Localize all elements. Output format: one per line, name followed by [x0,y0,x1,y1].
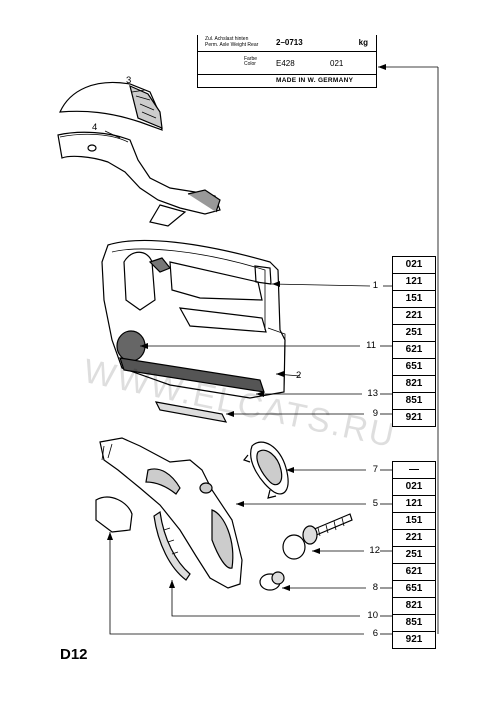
callout-8: 8 [372,582,378,593]
code-cell: 821 [393,598,435,615]
code-cell: 121 [393,496,435,513]
code-cell: 921 [405,412,423,423]
weight-label-2: Perm. Axle Weight Rear [205,42,259,48]
code-cell: 151 [393,291,435,308]
color-code: E428 [276,59,295,68]
callout-2: 2 [296,370,302,381]
arrowheads [107,64,386,591]
code-cell: 021 [393,479,435,496]
identification-plate: Zul. Achslast hinten Perm. Axle Weight R… [197,35,377,88]
code-cell: 651 [393,581,435,598]
weight-unit: kg [358,38,368,47]
color-number: 021 [330,59,344,68]
door-panel [101,239,286,399]
callout-13: 13 [367,388,378,399]
code-cell: 621 [393,564,435,581]
code-table-2: — 021 121 151 221 251 621 651 821 851 92… [392,461,436,649]
callout-7: 7 [372,464,378,475]
code-cell: 151 [393,513,435,530]
color-label-2: Color [244,61,256,67]
callout-5: 5 [372,498,378,509]
callout-11: 11 [366,340,376,351]
color-label-1: Farbe [244,56,258,62]
part-6-end-cap [95,496,133,533]
code-cell: 821 [393,376,435,393]
code-cell: 851 [393,393,435,410]
weight-value: 2–0713 [276,38,303,47]
callout-10: 10 [367,610,378,621]
part-5-armrest-carrier [99,437,243,589]
code-cell: 651 [393,359,435,376]
code-cell: 121 [393,274,435,291]
callout-4: 4 [92,122,98,133]
code-cell: — [393,462,435,479]
made-in-label: MADE IN W. GERMANY [276,77,354,84]
code-cell: 921 [405,634,423,645]
code-cell: 851 [393,615,435,632]
page-label: D12 [60,646,88,663]
callout-6: 6 [372,628,378,639]
code-cell: 221 [393,530,435,547]
code-cell: 251 [393,547,435,564]
part-4-upper-moulding [57,131,221,227]
weight-label-1: Zul. Achslast hinten [205,36,249,42]
code-table-1: 021 121 151 221 251 621 651 821 851 921 [392,256,436,427]
part-9-strip [154,401,228,423]
part-3-trim-cover [59,81,163,131]
code-cell: 621 [393,342,435,359]
code-cell: 221 [393,308,435,325]
part-12-screw-and-cap [282,513,353,560]
leader-lines [104,66,439,635]
callout-1: 1 [372,280,378,291]
code-cell: 021 [393,257,435,274]
weight-row: Zul. Achslast hinten Perm. Axle Weight R… [198,35,376,52]
part-7-cover-cap [242,441,289,499]
callout-3: 3 [126,75,132,86]
part-10-grip [153,510,191,581]
code-cell: 251 [393,325,435,342]
color-row: Farbe Color E428 021 [198,52,376,75]
callout-9: 9 [372,408,378,419]
callout-12: 12 [369,545,380,556]
part-8-clip [259,571,285,591]
